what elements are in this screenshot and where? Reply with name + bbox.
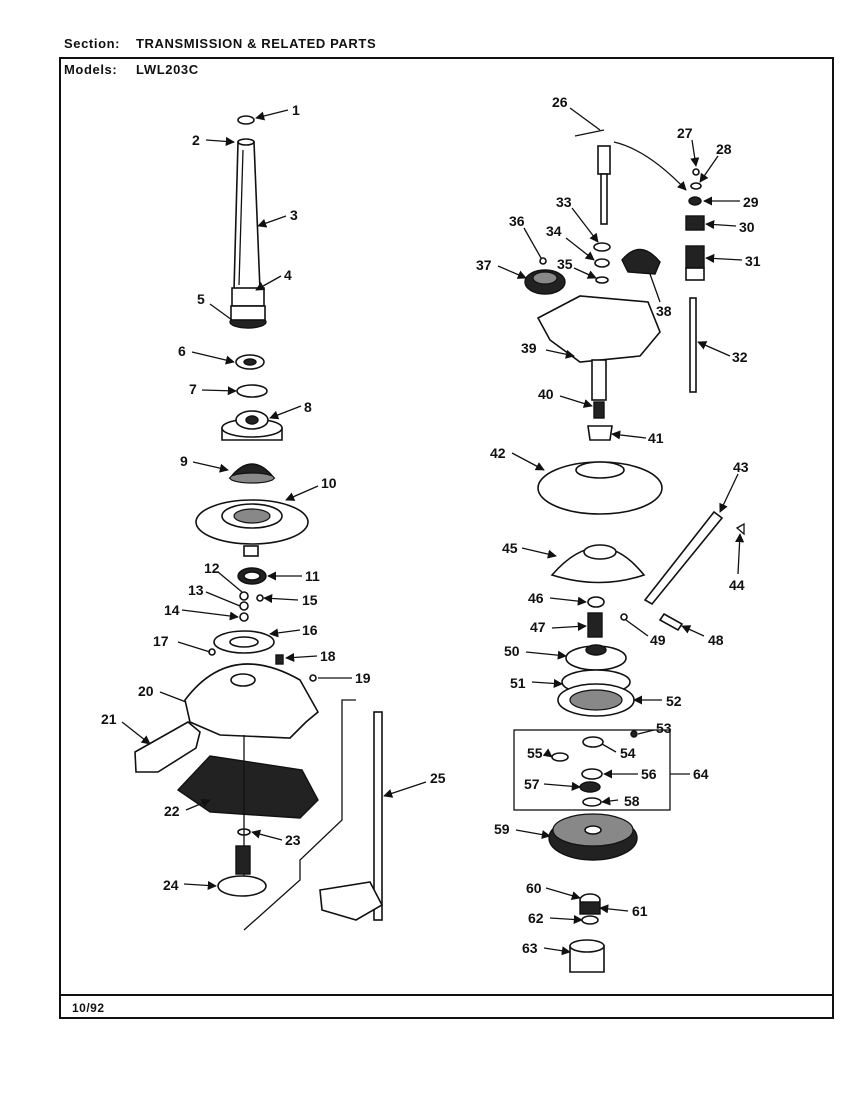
leader-lines (121, 107, 745, 956)
callout-49: 49 (650, 632, 666, 648)
callout-55: 55 (527, 745, 543, 761)
callout-54: 54 (620, 745, 636, 761)
models-key: Models: (64, 62, 118, 77)
callout-61: 61 (632, 903, 648, 919)
callout-63: 63 (522, 940, 538, 956)
callout-43: 43 (733, 459, 749, 475)
callout-50: 50 (504, 643, 520, 659)
callout-57: 57 (524, 776, 540, 792)
callout-53: 53 (656, 720, 672, 736)
callout-6: 6 (178, 343, 186, 359)
callout-22: 22 (164, 803, 180, 819)
models-heading: Models: LWL203C (64, 62, 199, 77)
callout-32: 32 (732, 349, 748, 365)
callout-5: 5 (197, 291, 205, 307)
callout-39: 39 (521, 340, 537, 356)
callout-17: 17 (153, 633, 169, 649)
callout-19: 19 (355, 670, 371, 686)
callout-37: 37 (476, 257, 492, 273)
callout-47: 47 (530, 619, 546, 635)
callout-44: 44 (729, 577, 745, 593)
callout-16: 16 (302, 622, 318, 638)
callout-48: 48 (708, 632, 724, 648)
left-assembly-drawing (134, 115, 384, 931)
callout-41: 41 (648, 430, 664, 446)
callout-51: 51 (510, 675, 526, 691)
callout-40: 40 (538, 386, 554, 402)
callout-34: 34 (546, 223, 562, 239)
callout-20: 20 (138, 683, 154, 699)
callout-30: 30 (739, 219, 755, 235)
callout-12: 12 (204, 560, 220, 576)
callout-14: 14 (164, 602, 180, 618)
callout-25: 25 (430, 770, 446, 786)
callout-18: 18 (320, 648, 336, 664)
callout-8: 8 (304, 399, 312, 415)
diagram-frame (59, 57, 834, 1019)
callout-13: 13 (188, 582, 204, 598)
callout-28: 28 (716, 141, 732, 157)
callout-7: 7 (189, 381, 197, 397)
callout-24: 24 (163, 877, 179, 893)
callout-36: 36 (509, 213, 525, 229)
callout-9: 9 (180, 453, 188, 469)
callout-11: 11 (305, 568, 320, 584)
callout-21: 21 (101, 711, 117, 727)
section-value: TRANSMISSION & RELATED PARTS (136, 36, 377, 51)
callout-35: 35 (557, 256, 573, 272)
callout-64: 64 (693, 766, 709, 782)
callout-58: 58 (624, 793, 640, 809)
callout-60: 60 (526, 880, 542, 896)
callout-10: 10 (321, 475, 337, 491)
callout-1: 1 (292, 102, 300, 118)
callout-45: 45 (502, 540, 518, 556)
callout-15: 15 (302, 592, 318, 608)
callout-56: 56 (641, 766, 657, 782)
revision-date: 10/92 (72, 1001, 105, 1015)
callout-38: 38 (656, 303, 672, 319)
callout-31: 31 (745, 253, 761, 269)
callout-3: 3 (290, 207, 298, 223)
callout-33: 33 (556, 194, 572, 210)
callout-labels: 1 2 3 4 5 6 7 8 9 10 11 12 13 14 15 16 1… (101, 94, 761, 956)
callout-62: 62 (528, 910, 544, 926)
callout-46: 46 (528, 590, 544, 606)
callout-59: 59 (494, 821, 510, 837)
callout-4: 4 (284, 267, 292, 283)
models-value: LWL203C (136, 62, 199, 77)
section-heading: Section: TRANSMISSION & RELATED PARTS (64, 36, 376, 51)
callout-42: 42 (490, 445, 506, 461)
right-assembly-drawing (513, 129, 745, 973)
callout-2: 2 (192, 132, 200, 148)
callout-52: 52 (666, 693, 682, 709)
callout-26: 26 (552, 94, 568, 110)
callout-27: 27 (677, 125, 693, 141)
section-key: Section: (64, 36, 121, 51)
callout-23: 23 (285, 832, 301, 848)
callout-29: 29 (743, 194, 759, 210)
footer-divider (59, 994, 834, 996)
